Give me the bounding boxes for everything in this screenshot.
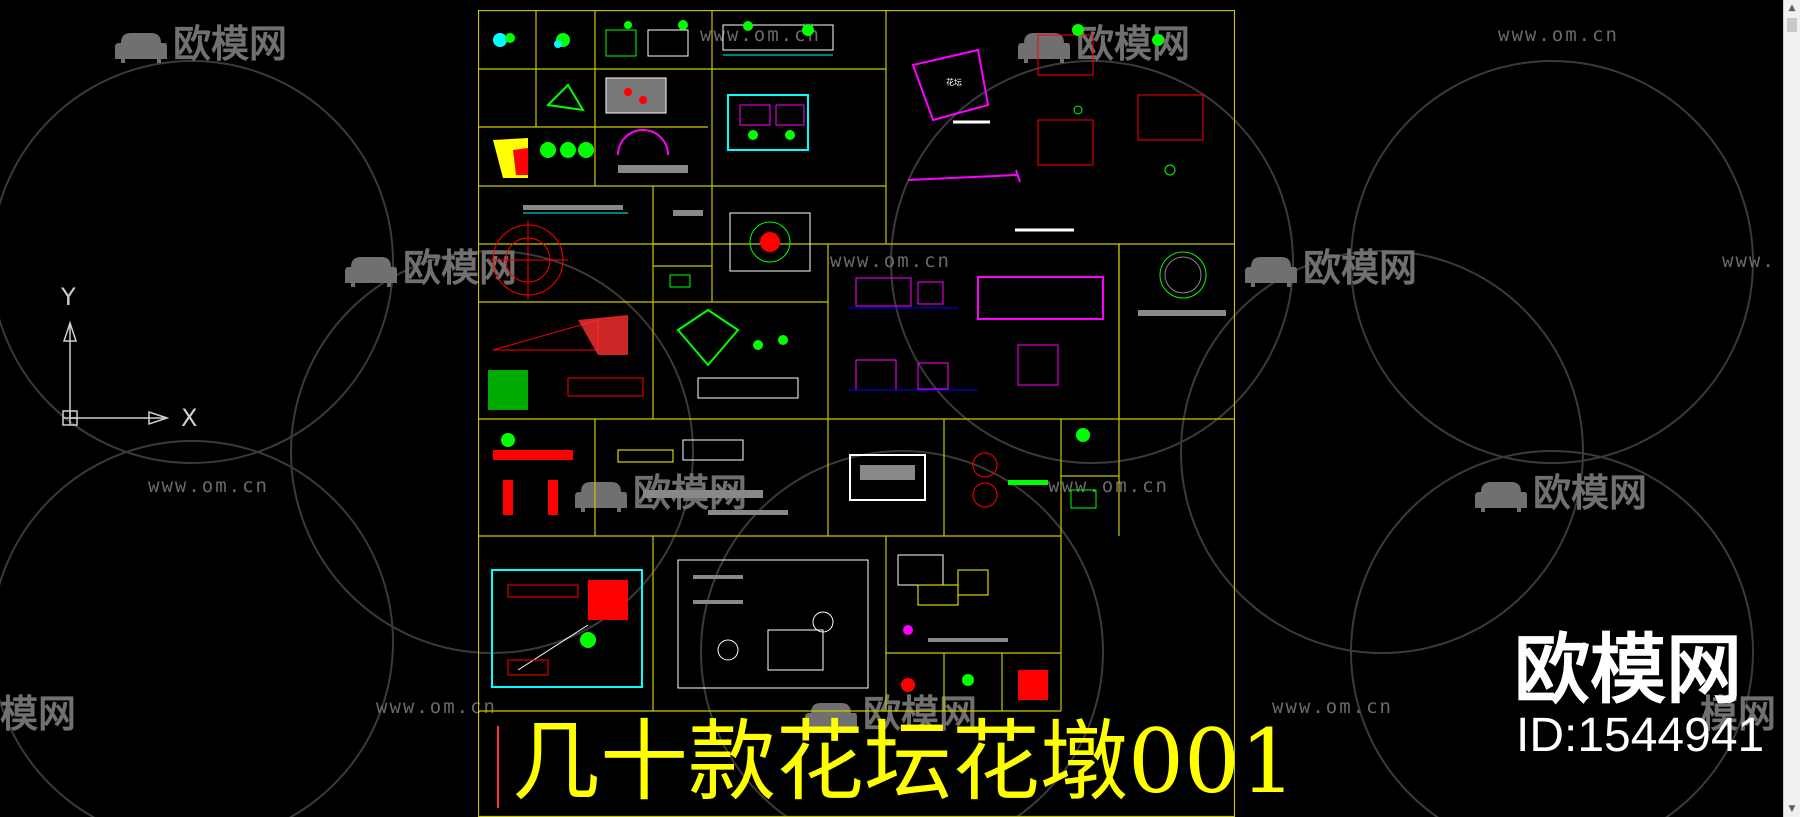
drawing-sheet: 花坛: [477, 9, 1236, 817]
sofa-logo-icon: [575, 481, 627, 512]
axis-y-label: Y: [61, 283, 76, 311]
sheet-grid: [477, 9, 1236, 817]
sofa-logo-icon: [345, 256, 397, 287]
watermark-brand: 欧模网: [1245, 237, 1417, 292]
vertical-scrollbar[interactable]: ▲ ▼: [1783, 0, 1800, 817]
watermark-brand: 欧模网: [1475, 462, 1647, 517]
watermark-circle: [700, 450, 1104, 817]
drawing-title: 几十款花坛花墩001: [512, 710, 1296, 813]
cad-detail-4: [488, 205, 811, 300]
sofa-logo-icon: [115, 32, 167, 63]
scroll-up-icon[interactable]: ▲: [1788, 3, 1796, 13]
watermark-circle: [1350, 450, 1754, 817]
sofa-logo-icon: [1475, 481, 1527, 512]
watermark-url: www.om.cn: [148, 475, 269, 497]
ucs-icon: Y X: [55, 283, 215, 437]
cad-detail-3: [493, 129, 688, 178]
scroll-down-icon[interactable]: ▼: [1788, 804, 1796, 814]
watermark-brand: 欧模网: [1018, 13, 1190, 68]
sofa-logo-icon: [805, 702, 857, 733]
sofa-logo-icon: [1245, 256, 1297, 287]
watermark-brand: 欧模网: [805, 683, 977, 738]
cad-detail-8: [493, 428, 1097, 515]
watermark-brand: 欧模网: [115, 13, 287, 68]
watermark-brand-clipped: 模网: [1700, 692, 1777, 736]
watermark-brand: 欧模网: [345, 237, 517, 292]
cad-detail-9: [491, 554, 1048, 700]
cad-detail-7: [488, 308, 799, 410]
axis-x-label: X: [181, 404, 198, 432]
cad-detail-5: 花坛: [907, 24, 1204, 232]
sofa-logo-icon: [1018, 32, 1070, 63]
title-marker: [497, 726, 499, 808]
watermark-url: www.om.cn: [376, 696, 497, 718]
watermark-url: www.om.cn: [1498, 24, 1619, 46]
watermark-url: www.om.cn: [1048, 475, 1169, 497]
cad-detail-1: [493, 20, 834, 57]
watermark-url: www.om.cn: [830, 250, 951, 272]
scroll-thumb[interactable]: [1787, 18, 1797, 32]
brand-logo-text: 欧模网: [1514, 625, 1742, 714]
watermark-url-clipped: www.: [1722, 250, 1776, 272]
watermark-url: www.om.cn: [1272, 696, 1393, 718]
drawing-sheet-svg: 花坛: [477, 9, 1236, 817]
svg-text:花坛: 花坛: [946, 77, 962, 87]
watermark-brand-clipped: 模网: [0, 692, 77, 736]
watermark-url: www.om.cn: [700, 24, 821, 46]
model-id-label: ID:1544941: [1516, 709, 1765, 762]
cad-detail-6: [848, 251, 1226, 391]
cad-detail-2: [545, 77, 809, 151]
watermark-circle: [890, 60, 1294, 464]
